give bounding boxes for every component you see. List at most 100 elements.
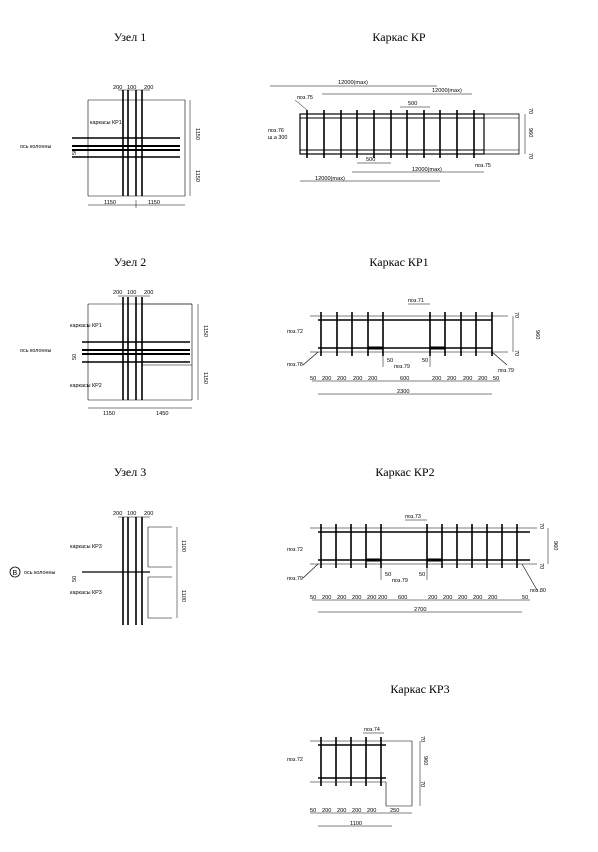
node2-label-frame-bottom: каркасы КР2 bbox=[70, 383, 102, 389]
kp1-pos-left-bottom: поз.78 bbox=[287, 362, 303, 368]
kp2-dim-b-6: 600 bbox=[398, 595, 407, 601]
kp-dim-top-1: 12000(max) bbox=[338, 80, 368, 86]
kp2-pos-center: поз.79 bbox=[392, 578, 408, 584]
kp2-dim-b-7: 200 bbox=[428, 595, 437, 601]
kp-dim-right-1: 70 bbox=[527, 108, 533, 114]
node2-label-frame-top: каркасы КР1 bbox=[70, 323, 102, 329]
title-karkas-kp1: Каркас КР1 bbox=[369, 255, 429, 269]
node1-dim-top-2: 100 bbox=[127, 85, 136, 91]
node2-dim-top-1: 200 bbox=[113, 290, 122, 296]
title-karkas-kp2: Каркас КР2 bbox=[375, 465, 435, 479]
node1-dim-left: 50 bbox=[72, 149, 78, 155]
node-2-drawing bbox=[82, 295, 199, 409]
kp2-dim-right-1: 70 bbox=[538, 523, 544, 529]
title-uzel-2: Узел 2 bbox=[113, 255, 147, 269]
node3-dim-right-1: 1100 bbox=[180, 540, 186, 552]
kp2-pos-left: поз.72 bbox=[287, 547, 303, 553]
kp1-dim-b-8: 200 bbox=[463, 376, 472, 382]
kp3-dim-right-2: 960 bbox=[422, 756, 428, 765]
node1-label-axis: ось колонны bbox=[20, 144, 51, 150]
node1-dim-top-1: 200 bbox=[113, 85, 122, 91]
kp2-dim-b-0: 50 bbox=[310, 595, 316, 601]
node2-label-axis: ось колонны bbox=[20, 348, 51, 354]
node1-dim-right-1: 1150 bbox=[194, 128, 200, 140]
title-uzel-3: Узел 3 bbox=[113, 465, 147, 479]
node2-dim-top-2: 100 bbox=[127, 290, 136, 296]
frame-kp1-drawing bbox=[302, 303, 514, 395]
node2-dim-right-1: 1150 bbox=[202, 325, 208, 337]
node1-dim-bottom-2: 1150 bbox=[148, 200, 160, 206]
frame-kp-drawing bbox=[270, 85, 526, 182]
kp1-dim-right-2: 960 bbox=[534, 330, 540, 339]
kp1-gap-dim-1: 50 bbox=[387, 358, 393, 364]
kp3-dim-b-2: 200 bbox=[337, 808, 346, 814]
node2-dim-right-2: 1150 bbox=[202, 372, 208, 384]
frame-kp2-drawing bbox=[302, 519, 549, 613]
kp1-dim-b-5: 600 bbox=[400, 376, 409, 382]
kp2-pos-top: поз.73 bbox=[405, 514, 421, 520]
kp2-dim-b-10: 200 bbox=[473, 595, 482, 601]
node2-dim-bottom-1: 1150 bbox=[103, 411, 115, 417]
kp3-dim-b-0: 50 bbox=[310, 808, 316, 814]
kp2-pos-left-bottom: поз.79 bbox=[287, 576, 303, 582]
kp-pos-bottom: поз.75 bbox=[475, 163, 491, 169]
kp2-dim-b-4: 200 bbox=[367, 595, 376, 601]
node2-dim-bottom-2: 1450 bbox=[156, 411, 168, 417]
kp1-dim-b-3: 200 bbox=[353, 376, 362, 382]
kp1-dim-b-0: 50 bbox=[310, 376, 316, 382]
kp3-total: 1100 bbox=[350, 821, 362, 827]
kp-dim-bottom-2: 12000(max) bbox=[412, 167, 442, 173]
kp2-dim-b-8: 200 bbox=[443, 595, 452, 601]
title-karkas-kp: Каркас КР bbox=[372, 30, 426, 44]
kp2-dim-right-3: 70 bbox=[538, 563, 544, 569]
node3-dim-right-2: 1100 bbox=[180, 590, 186, 602]
kp3-dim-right-3: 70 bbox=[419, 781, 425, 787]
kp3-pos-top: поз.74 bbox=[364, 727, 380, 733]
kp-dim-right-2: 960 bbox=[527, 128, 533, 137]
node1-dim-bottom-1: 1150 bbox=[104, 200, 116, 206]
kp1-dim-b-4: 200 bbox=[368, 376, 377, 382]
kp2-gap-dim-1: 50 bbox=[385, 572, 391, 578]
node3-dim-top-1: 200 bbox=[113, 511, 122, 517]
kp1-dim-b-2: 200 bbox=[337, 376, 346, 382]
kp1-dim-right-1: 70 bbox=[513, 312, 519, 318]
kp2-gap-dim-2: 50 bbox=[419, 572, 425, 578]
kp3-dim-b-4: 200 bbox=[367, 808, 376, 814]
kp2-dim-b-9: 200 bbox=[458, 595, 467, 601]
node-3-drawing bbox=[9, 516, 178, 625]
kp2-dim-b-3: 200 bbox=[352, 595, 361, 601]
node3-axis-letter: В bbox=[13, 570, 18, 577]
kp-dim-bottom-3: 12000(max) bbox=[315, 176, 345, 182]
kp-dim-top-3: 500 bbox=[408, 101, 417, 107]
kp-dim-bottom-1: 500 bbox=[366, 157, 375, 163]
node3-dim-top-3: 200 bbox=[144, 511, 153, 517]
node3-dim-left: 50 bbox=[72, 576, 78, 582]
kp3-dim-b-1: 200 bbox=[322, 808, 331, 814]
kp-pos-top: поз.75 bbox=[297, 95, 313, 101]
node-1-drawing bbox=[72, 89, 191, 208]
kp2-total: 2700 bbox=[414, 607, 426, 613]
kp2-dim-right-2: 960 bbox=[552, 541, 558, 550]
kp2-dim-b-11: 200 bbox=[488, 595, 497, 601]
kp2-pos-right-bottom: поз.80 bbox=[530, 588, 546, 594]
node2-dim-top-3: 200 bbox=[144, 290, 153, 296]
kp1-dim-b-1: 200 bbox=[322, 376, 331, 382]
kp1-dim-b-10: 50 bbox=[493, 376, 499, 382]
kp1-pos-left: поз.72 bbox=[287, 329, 303, 335]
title-uzel-1: Узел 1 bbox=[113, 30, 147, 44]
kp1-gap-dim-2: 50 bbox=[422, 358, 428, 364]
kp1-pos-center: поз.79 bbox=[394, 364, 410, 370]
node1-dim-top-3: 200 bbox=[144, 85, 153, 91]
kp2-dim-b-5: 200 bbox=[378, 595, 387, 601]
kp1-bottom-dims: 50 200 200 200 200 600 200 200 200 200 5… bbox=[310, 376, 499, 382]
kp1-pos-right-bottom: поз.79 bbox=[498, 368, 514, 374]
kp2-dim-b-12: 50 bbox=[522, 595, 528, 601]
kp2-dim-b-2: 200 bbox=[337, 595, 346, 601]
kp-pos-left: поз.76 bbox=[268, 128, 284, 134]
title-karkas-kp3: Каркас КР3 bbox=[390, 682, 450, 696]
frame-kp3-drawing bbox=[310, 732, 421, 827]
kp3-dim-right-1: 70 bbox=[419, 736, 425, 742]
kp3-pos-left: поз.72 bbox=[287, 757, 303, 763]
